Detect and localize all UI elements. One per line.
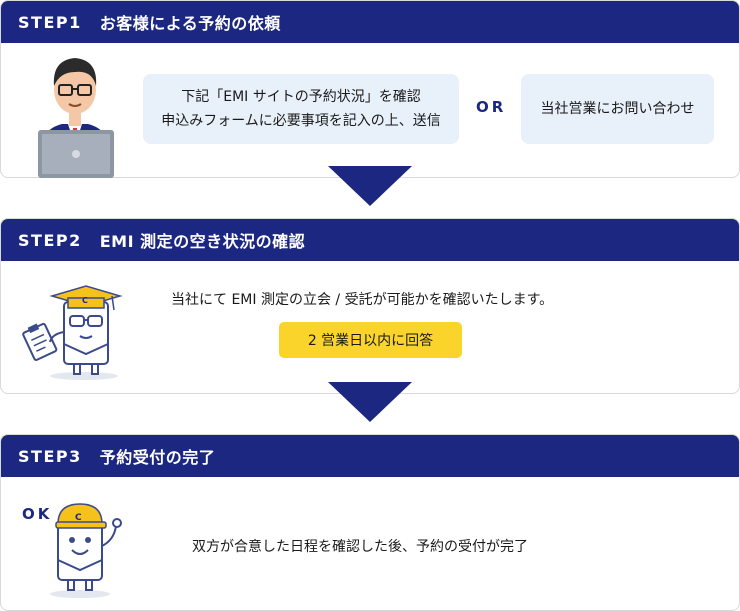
svg-text:C: C [75, 513, 82, 523]
response-time-badge: 2 営業日以内に回答 [279, 322, 462, 358]
businessman-laptop-icon [38, 58, 114, 178]
step3-card: STEP3 予約受付の完了 [0, 434, 740, 611]
or-label: OR [476, 98, 507, 116]
step1-box2-text: 当社営業にお問い合わせ [540, 101, 695, 117]
step2-title: EMI 測定の空き状況の確認 [99, 232, 306, 251]
step1-title: お客様による予約の依頼 [99, 14, 281, 33]
step3-description: 双方が合意した日程を確認した後、予約の受付が完了 [192, 539, 528, 555]
down-arrow-1 [328, 166, 412, 206]
mascot-graduate-clipboard-icon: C [22, 285, 123, 380]
step2-description: 当社にて EMI 測定の立会 / 受託が可能かを確認いたします。 [171, 292, 554, 308]
step3-number: STEP3 [18, 446, 82, 466]
step3-header: STEP3 予約受付の完了 [1, 435, 739, 477]
step1-box1-line2: 申込みフォームに必要事項を記入の上、送信 [161, 113, 441, 129]
mascot-cap-waving-icon: C [50, 503, 122, 598]
step3-title: 予約受付の完了 [99, 448, 216, 467]
step2-number: STEP2 [18, 230, 82, 250]
step1-option-form-box: 下記「EMI サイトの予約状況」を確認 申込みフォームに必要事項を記入の上、送信 [143, 74, 459, 144]
down-arrow-2 [328, 382, 412, 422]
step1-number: STEP1 [18, 12, 82, 32]
step1-option-sales-box: 当社営業にお問い合わせ [521, 74, 714, 144]
step1-box1-line1: 下記「EMI サイトの予約状況」を確認 [181, 89, 421, 105]
svg-text:C: C [82, 296, 88, 305]
ok-label: OK [22, 505, 53, 523]
step1-header: STEP1 お客様による予約の依頼 [1, 1, 739, 43]
step2-header: STEP2 EMI 測定の空き状況の確認 [1, 219, 739, 261]
